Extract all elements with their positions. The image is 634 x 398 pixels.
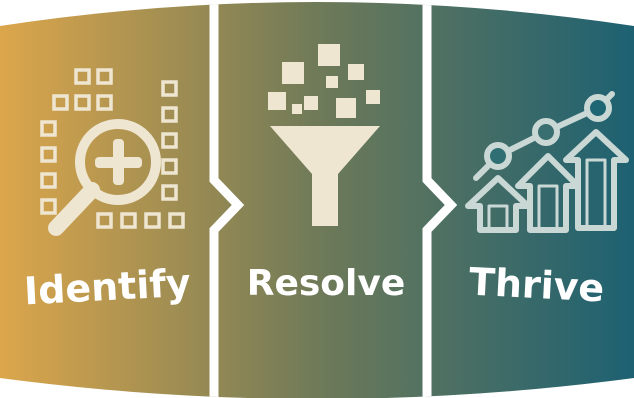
step-resolve: Resolve xyxy=(247,44,406,304)
growth-chart-icon xyxy=(465,91,629,233)
data-squares-icon xyxy=(268,44,380,118)
step-label-thrive: Thrive xyxy=(468,260,605,311)
plus-icon xyxy=(95,139,142,185)
step-label-resolve: Resolve xyxy=(247,263,406,304)
step-identify: Identify xyxy=(23,68,192,314)
funnel-icon xyxy=(270,126,380,226)
step-label-identify: Identify xyxy=(23,261,192,314)
chevron-separator-2 xyxy=(422,2,458,398)
magnifier-grid-icon xyxy=(40,68,185,236)
step-thrive: Thrive xyxy=(465,91,629,311)
chevron-separator-1 xyxy=(209,2,245,398)
